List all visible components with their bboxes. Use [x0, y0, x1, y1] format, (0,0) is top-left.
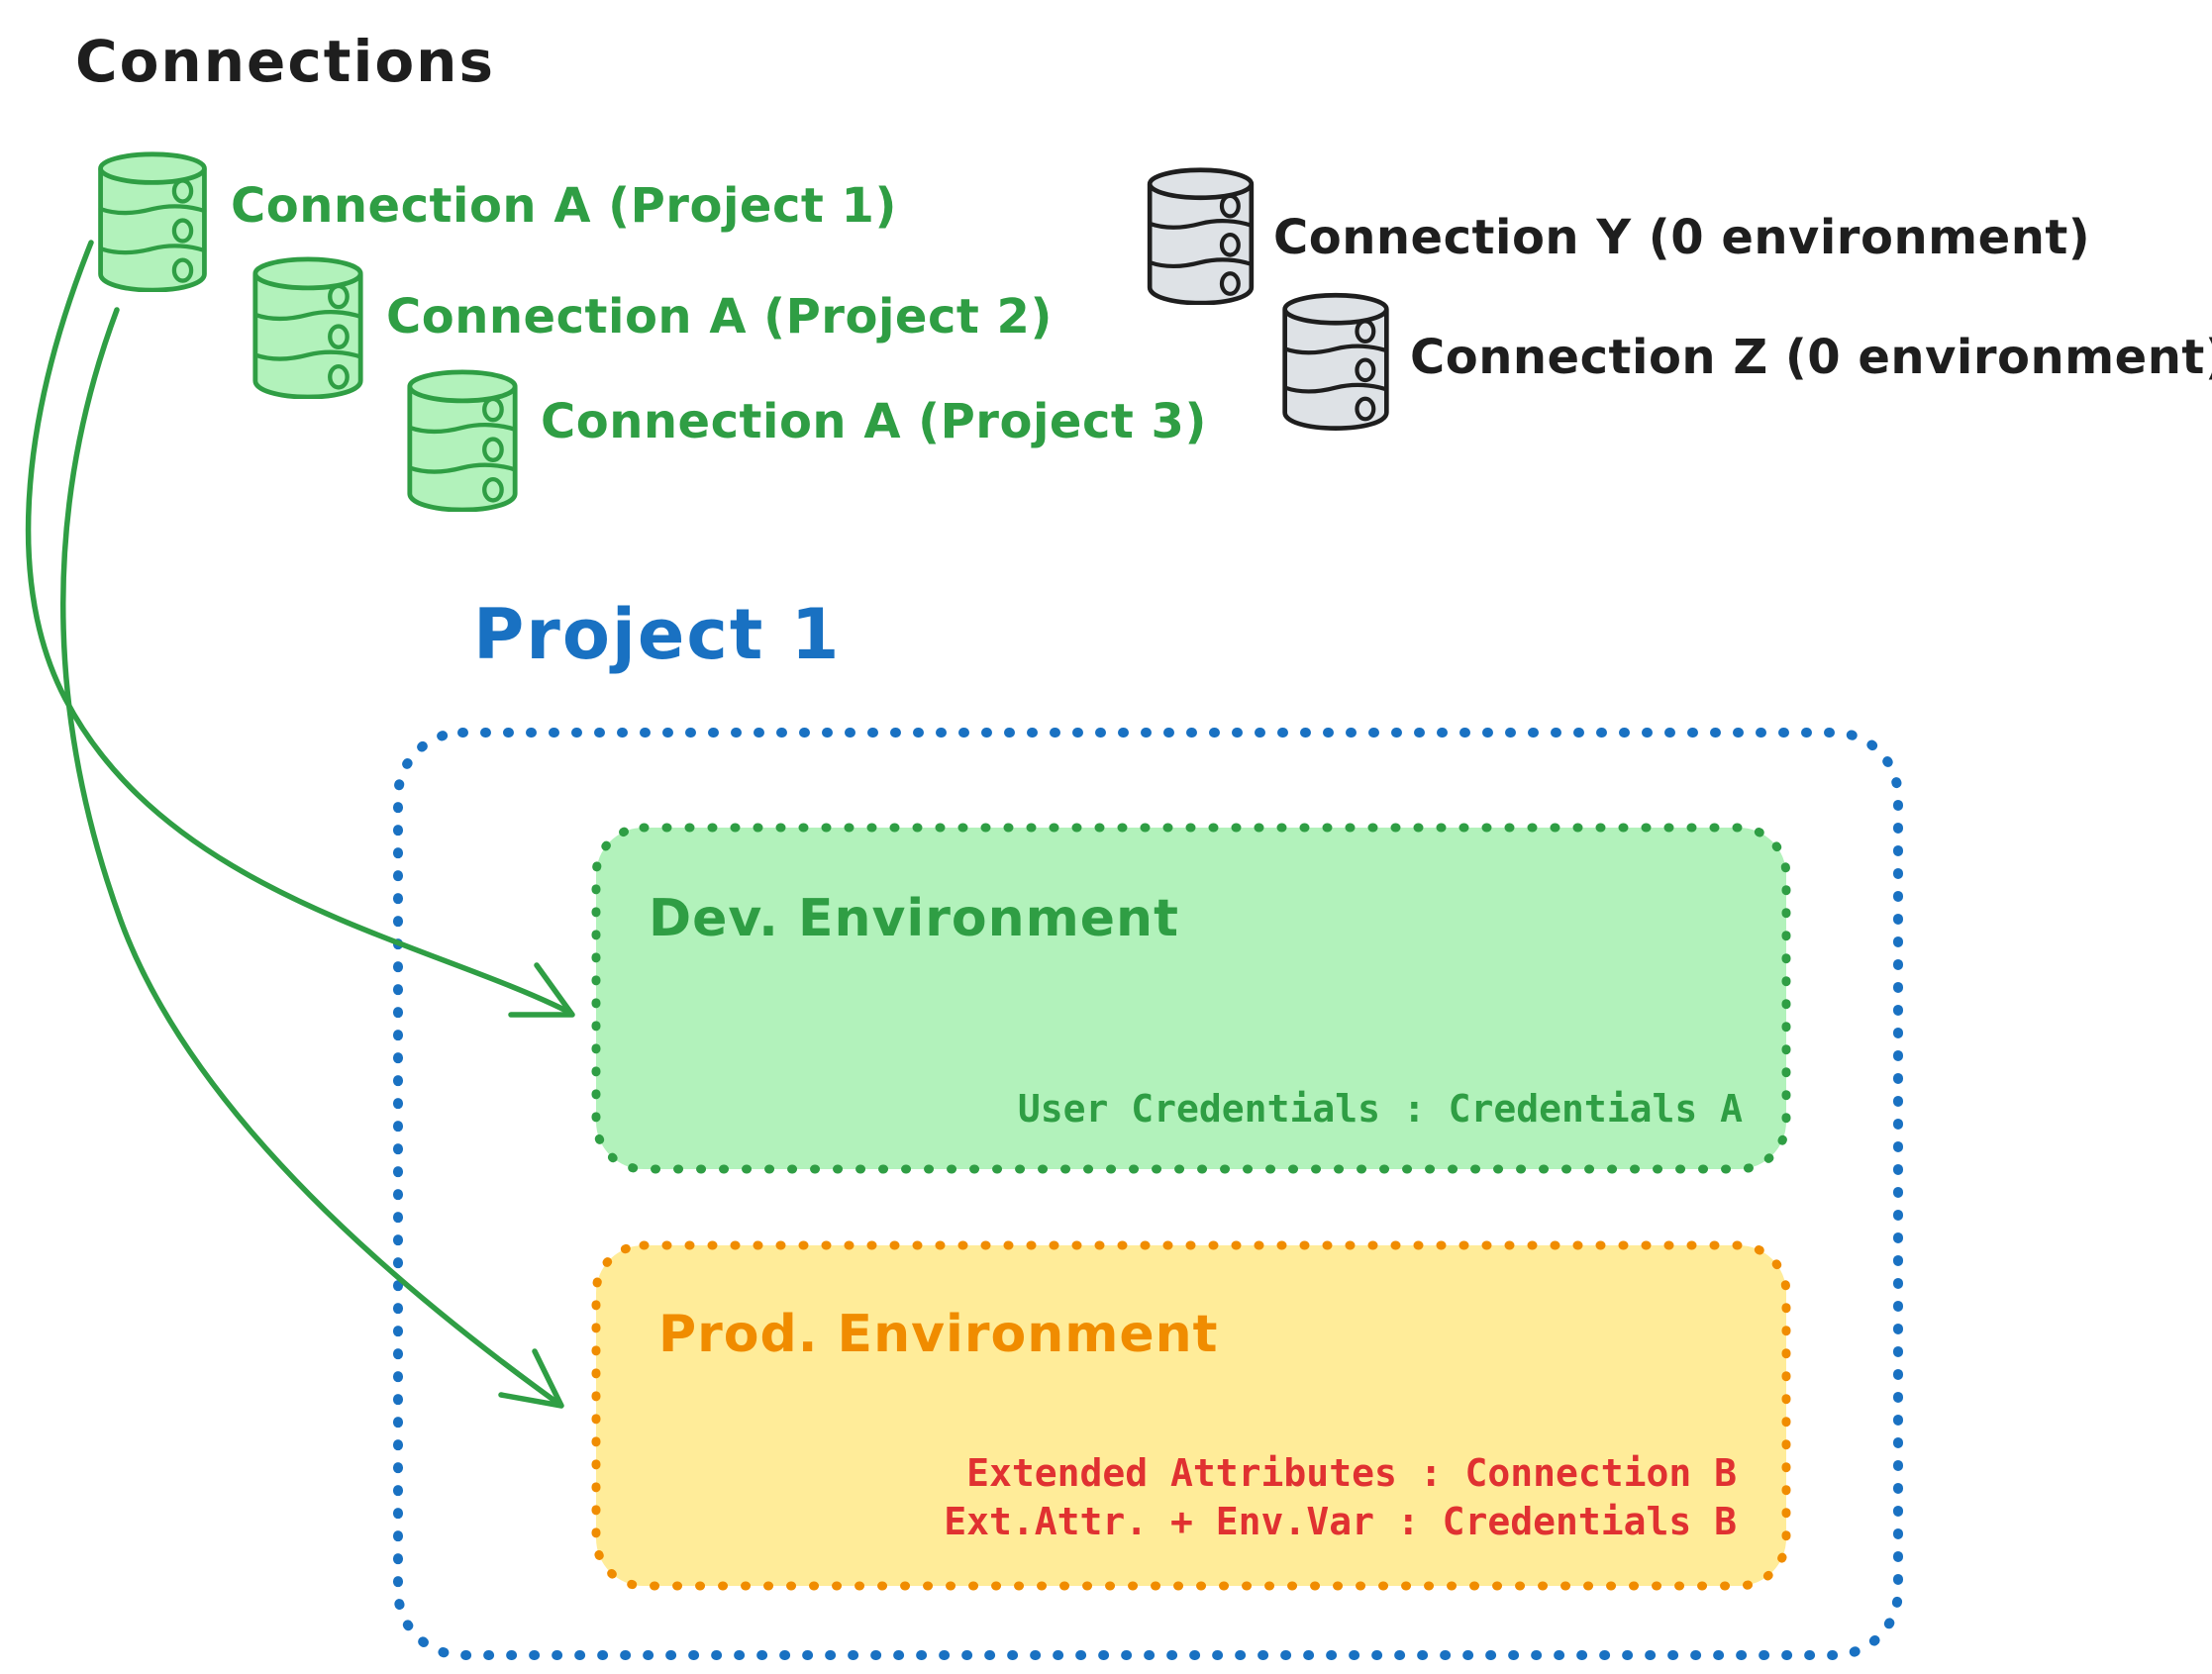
connection-y-label: Connection Y (0 environment)	[1273, 210, 2091, 265]
connection-z-label: Connection Z (0 environment)	[1410, 330, 2212, 385]
database-icon-connection-y	[1150, 169, 1252, 304]
prod-environment-title: Prod. Environment	[658, 1305, 1219, 1364]
prod-environment-credentials-mappings: Extended Attributes : Connection B Ext.A…	[944, 1449, 1737, 1546]
dev-environment-box	[591, 823, 1791, 1174]
arrow-to-prod-environment	[60, 307, 564, 1409]
dev-environment-title: Dev. Environment	[649, 889, 1179, 948]
database-icon-connection-z	[1284, 295, 1387, 429]
database-icon-connection-a-project-2	[254, 258, 361, 398]
dev-environment-credentials-mapping: User Credentials : Credentials A	[1017, 1087, 1743, 1131]
connection-a-project-2-label: Connection A (Project 2)	[386, 289, 1053, 345]
connection-a-project-1-label: Connection A (Project 1)	[231, 178, 897, 234]
diagram-title: Connections	[75, 28, 495, 95]
prod-mapping-line-1: Extended Attributes : Connection B	[966, 1451, 1737, 1495]
prod-mapping-line-2: Ext.Attr. + Env.Var : Credentials B	[944, 1500, 1737, 1543]
connection-a-project-3-label: Connection A (Project 3)	[541, 394, 1207, 449]
database-icon-connection-a-project-1	[100, 153, 205, 291]
prod-environment-box	[591, 1240, 1791, 1591]
database-icon-connection-a-project-3	[409, 371, 516, 511]
project-1-box	[393, 728, 1903, 1660]
project-1-title: Project 1	[473, 594, 842, 675]
